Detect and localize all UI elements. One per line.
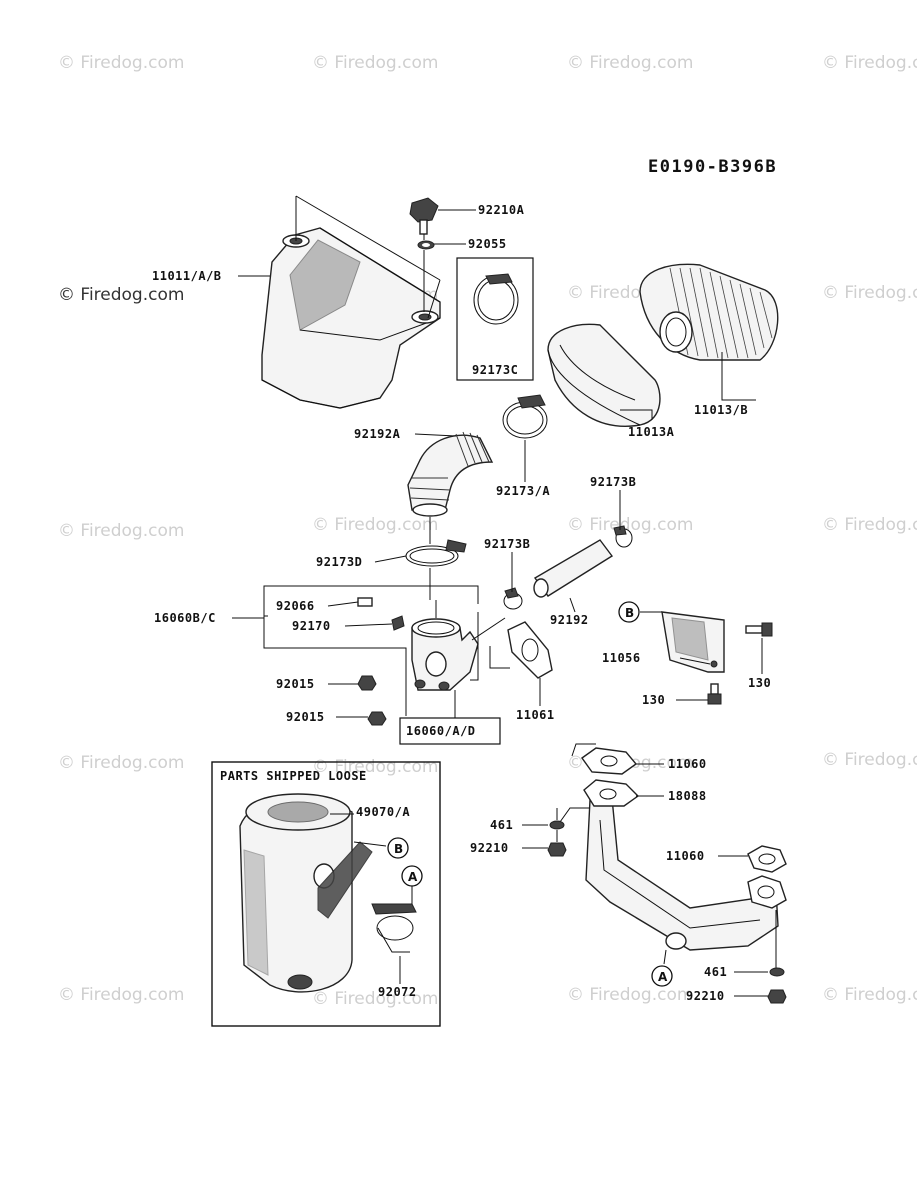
watermark: © Firedog.com <box>822 750 917 770</box>
label-92210: 92210 <box>470 841 509 855</box>
label-92192: 92192 <box>550 613 589 627</box>
svg-text:B: B <box>625 606 634 620</box>
label-130: 130 <box>642 693 665 707</box>
hose-clamp-92173B-mid <box>503 587 523 610</box>
label-11060: 11060 <box>668 757 707 771</box>
label-92210A: 92210A <box>478 203 525 217</box>
label-92173B-top: 92173B <box>590 475 636 489</box>
breather-hose <box>533 539 614 598</box>
part-labels: 92210A 92055 11011/A/B 92173C 11013/B 11… <box>152 203 771 1003</box>
air-filter-element <box>639 263 779 361</box>
watermark: © Firedog.com <box>58 753 184 773</box>
label-92173B-mid: 92173B <box>484 537 530 551</box>
label-92066: 92066 <box>276 599 315 613</box>
hose-clamp-92173A <box>502 394 548 439</box>
watermarks: © Firedog.com © Firedog.com © Firedog.co… <box>58 53 917 1009</box>
label-11061: 11061 <box>516 708 555 722</box>
watermark: © Firedog.com <box>312 989 438 1009</box>
bracket-11056 <box>661 611 725 673</box>
callout-b-muffler: B <box>387 837 409 859</box>
watermark: © Firedog.com <box>58 53 184 73</box>
hose-clamp-92173D <box>405 539 467 567</box>
watermark: © Firedog.com <box>567 53 693 73</box>
wing-nut <box>409 197 439 235</box>
label-92072: 92072 <box>378 985 417 999</box>
nut-92210 <box>767 989 787 1004</box>
pin <box>357 597 373 607</box>
elbow-hose <box>407 431 494 517</box>
label-92192A: 92192A <box>354 427 401 441</box>
svg-text:A: A <box>408 870 418 884</box>
callout-a-pipe: A <box>651 965 673 987</box>
clamp-box <box>456 257 534 381</box>
nut <box>357 675 377 691</box>
bolt-130-right <box>745 622 773 637</box>
washer-461 <box>769 967 785 977</box>
hose-clamp-92173C <box>473 273 519 325</box>
label-11013B: 11013/B <box>694 403 748 417</box>
label-130: 130 <box>748 676 771 690</box>
label-18088: 18088 <box>668 789 707 803</box>
watermark: © Firedog.com <box>822 515 917 535</box>
watermark: © Firedog.com <box>312 515 438 535</box>
callout-b-bracket: B <box>618 601 640 623</box>
screw <box>391 615 405 631</box>
diagram-code: E0190-B396B <box>648 157 777 177</box>
label-461: 461 <box>490 818 513 832</box>
label-16060AD: 16060/A/D <box>406 724 476 738</box>
label-92015: 92015 <box>286 710 325 724</box>
callout-a-muffler: A <box>401 865 423 887</box>
watermark: © Firedog.com <box>567 985 693 1005</box>
hose-clamp-92173B-top <box>613 525 633 548</box>
label-11011: 11011/A/B <box>152 269 222 283</box>
label-49070A: 49070/A <box>356 805 410 819</box>
nut-92210 <box>547 842 567 857</box>
watermark: © Firedog.com <box>567 515 693 535</box>
inlet-pipe <box>411 618 479 691</box>
label-92173C: 92173C <box>472 363 518 377</box>
watermark: © Firedog.com <box>58 521 184 541</box>
air-cleaner-cover <box>261 195 441 409</box>
label-92170: 92170 <box>292 619 331 633</box>
label-92173A: 92173/A <box>496 484 550 498</box>
box-title: PARTS SHIPPED LOOSE <box>220 769 367 783</box>
gasket-11061 <box>507 621 553 679</box>
label-92210: 92210 <box>686 989 725 1003</box>
washer-461 <box>549 820 565 830</box>
watermark: © Firedog.com <box>822 985 917 1005</box>
label-461: 461 <box>704 965 727 979</box>
muffler-clamp <box>371 903 417 953</box>
watermark: © Firedog.com <box>312 53 438 73</box>
watermark: © Firedog.com <box>822 283 917 303</box>
label-11013A: 11013A <box>628 425 675 439</box>
muffler <box>239 793 373 993</box>
label-92173D: 92173D <box>316 555 362 569</box>
gasket-11060-top <box>581 747 638 775</box>
label-11060: 11060 <box>666 849 705 863</box>
bolt-130-bottom <box>707 683 722 705</box>
label-92015: 92015 <box>276 677 315 691</box>
watermark: © Firedog.com <box>58 285 184 305</box>
svg-text:B: B <box>394 842 403 856</box>
label-box <box>399 717 501 745</box>
leader-lines <box>232 209 768 997</box>
watermark: © Firedog.com <box>822 53 917 73</box>
svg-text:A: A <box>658 970 668 984</box>
label-92055: 92055 <box>468 237 507 251</box>
label-16060BC: 16060B/C <box>154 611 216 625</box>
pre-cleaner <box>547 323 661 427</box>
parts-shipped-loose-box <box>211 761 441 1027</box>
nut <box>367 711 387 726</box>
gasket-11060-right <box>747 845 787 873</box>
label-11056: 11056 <box>602 651 641 665</box>
watermark: © Firedog.com <box>58 985 184 1005</box>
